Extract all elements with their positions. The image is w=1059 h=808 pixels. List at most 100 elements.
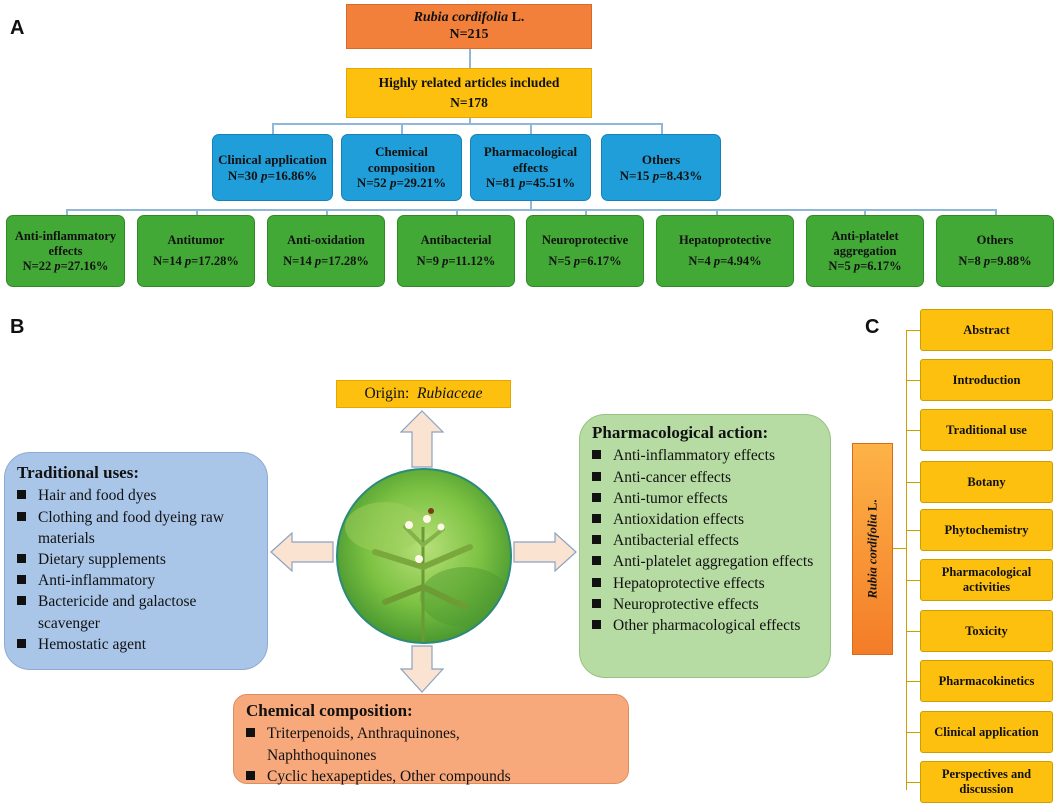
category-p-value: =45.51%: [525, 175, 576, 191]
category-p-symbol: p: [518, 175, 526, 191]
pharmacological-action-panel: Pharmacological action: Anti-inflammator…: [579, 414, 831, 678]
effect-p-value: =17.28%: [321, 254, 369, 268]
effect-label: Others: [976, 233, 1014, 247]
list-item: Bactericide and galactose scavenger: [17, 591, 255, 633]
included-node: Highly related articles included N=178: [346, 68, 592, 118]
outline-branch: [906, 380, 920, 381]
effect-p-value: =11.12%: [448, 254, 496, 268]
list-item-text: Triterpenoids, Anthraquinones, Naphthoqu…: [267, 725, 460, 764]
connector-cat-2: [401, 123, 403, 134]
category-pharmacological-effects: Pharmacological effects N=81 p=45.51%: [470, 134, 591, 201]
outline-item-traditional-use: Traditional use: [920, 409, 1053, 451]
effect-p-symbol: p: [314, 254, 322, 268]
list-item: Anti-tumor effects: [592, 488, 818, 509]
effect-p-value: =4.94%: [720, 254, 762, 268]
list-item: Anti-inflammatory: [17, 570, 255, 591]
connector-included-bus: [469, 118, 471, 124]
plant-photo: [336, 468, 512, 644]
category-n: N=15: [619, 167, 650, 183]
effect-antibacterial: Antibacterial N=9 p=11.12%: [397, 215, 515, 287]
outline-branch: [906, 732, 920, 733]
effect-p-symbol: p: [54, 258, 61, 273]
effect-label: Antitumor: [167, 233, 225, 247]
outline-branch: [906, 681, 920, 682]
outline-branch: [906, 530, 920, 531]
effect-anti-inflammatory: Anti-inflammatory effects N=22 p=27.16%: [6, 215, 125, 287]
effect-n: N=5: [548, 254, 571, 268]
effect-n: N=14: [153, 254, 182, 268]
category-n: N=81: [485, 175, 516, 191]
category-p-value: =8.43%: [659, 167, 703, 183]
list-item: Cyclic hexapeptides, Other compounds: [246, 766, 616, 787]
category-label: Clinical application: [218, 151, 327, 167]
list-item: Anti-platelet aggregation effects: [592, 551, 818, 572]
root-species-suffix: L.: [508, 9, 525, 25]
effect-p-value: =9.88%: [990, 254, 1032, 268]
effect-p-symbol: p: [573, 254, 581, 268]
outline-branch: [906, 782, 920, 783]
origin-box: Origin: Rubiaceae: [336, 380, 511, 408]
effect-p-symbol: p: [713, 254, 721, 268]
effect-p-value: =6.17%: [860, 258, 902, 273]
outline-item-perspectives-and-discussion: Perspectives and discussion: [920, 761, 1053, 803]
list-item-text: Other pharmacological effects: [613, 617, 801, 635]
connector-eff-2: [196, 209, 198, 215]
outline-root-name: Rubia cordifolia: [865, 514, 879, 599]
list-item: Neuroprotective effects: [592, 594, 818, 615]
list-item-text: Bactericide and galactose scavenger: [38, 593, 197, 632]
effect-n: N=9: [416, 254, 439, 268]
connector-eff-3: [326, 209, 328, 215]
effect-n: N=14: [283, 254, 312, 268]
list-item-text: Anti-platelet aggregation effects: [613, 553, 814, 571]
effect-anti-oxidation: Anti-oxidation N=14 p=17.28%: [267, 215, 385, 287]
outline-item-pharmacokinetics: Pharmacokinetics: [920, 660, 1053, 702]
list-item: Hepatoprotective effects: [592, 573, 818, 594]
category-bus-line: [272, 123, 662, 125]
arrow-up-icon: [400, 410, 444, 468]
effect-label: Anti-platelet aggregation: [831, 228, 899, 258]
chemical-composition-panel: Chemical composition: Triterpenoids, Ant…: [233, 694, 629, 787]
traditional-uses-title: Traditional uses:: [17, 463, 140, 482]
effect-others: Others N=8 p=9.88%: [936, 215, 1054, 287]
outline-branch: [906, 482, 920, 483]
list-item: Antioxidation effects: [592, 509, 818, 530]
root-node: Rubia cordifolia L. N=215: [346, 4, 592, 49]
effect-n: N=22: [22, 258, 52, 273]
list-item-text: Hepatoprotective effects: [613, 574, 765, 592]
list-item-text: Hair and food dyes: [38, 487, 157, 505]
outline-branch: [906, 430, 920, 431]
outline-root-bar: Rubia cordifolia L.: [852, 443, 893, 655]
list-item-text: Anti-inflammatory: [38, 572, 156, 590]
list-item-text: Antibacterial effects: [613, 532, 739, 550]
outline-trunk-line: [906, 330, 907, 790]
connector-cat-4: [661, 123, 663, 134]
effect-n: N=8: [958, 254, 981, 268]
arrow-left-icon: [270, 532, 334, 572]
connector-cat-3: [530, 123, 532, 134]
effect-p-value: =6.17%: [580, 254, 622, 268]
category-p-symbol: p: [260, 167, 268, 183]
list-item-text: Cyclic hexapeptides, Other compounds: [267, 767, 511, 785]
list-item: Other pharmacological effects: [592, 615, 818, 636]
effect-p-value: =27.16%: [60, 258, 109, 273]
effect-hepatoprotective: Hepatoprotective N=4 p=4.94%: [656, 215, 794, 287]
traditional-uses-panel: Traditional uses: Hair and food dyes Clo…: [4, 452, 268, 670]
outline-root-suffix: L.: [865, 499, 879, 515]
connector-eff-8: [995, 209, 997, 215]
outline-item-introduction: Introduction: [920, 359, 1053, 401]
category-p-symbol: p: [652, 167, 660, 183]
outline-branch: [906, 631, 920, 632]
outline-item-clinical-application: Clinical application: [920, 711, 1053, 753]
outline-connector: [893, 548, 907, 549]
effect-antitumor: Antitumor N=14 p=17.28%: [137, 215, 255, 287]
list-item: Hemostatic agent: [17, 634, 255, 655]
list-item: Anti-cancer effects: [592, 467, 818, 488]
effect-p-symbol: p: [442, 254, 449, 268]
root-count: N=215: [449, 26, 489, 42]
origin-value: Rubiaceae: [417, 385, 483, 402]
outline-item-botany: Botany: [920, 461, 1053, 503]
category-p-value: =16.86%: [267, 167, 318, 183]
list-item-text: Clothing and food dyeing raw materials: [38, 508, 224, 547]
outline-item-phytochemistry: Phytochemistry: [920, 509, 1053, 551]
list-item: Dietary supplements: [17, 549, 255, 570]
